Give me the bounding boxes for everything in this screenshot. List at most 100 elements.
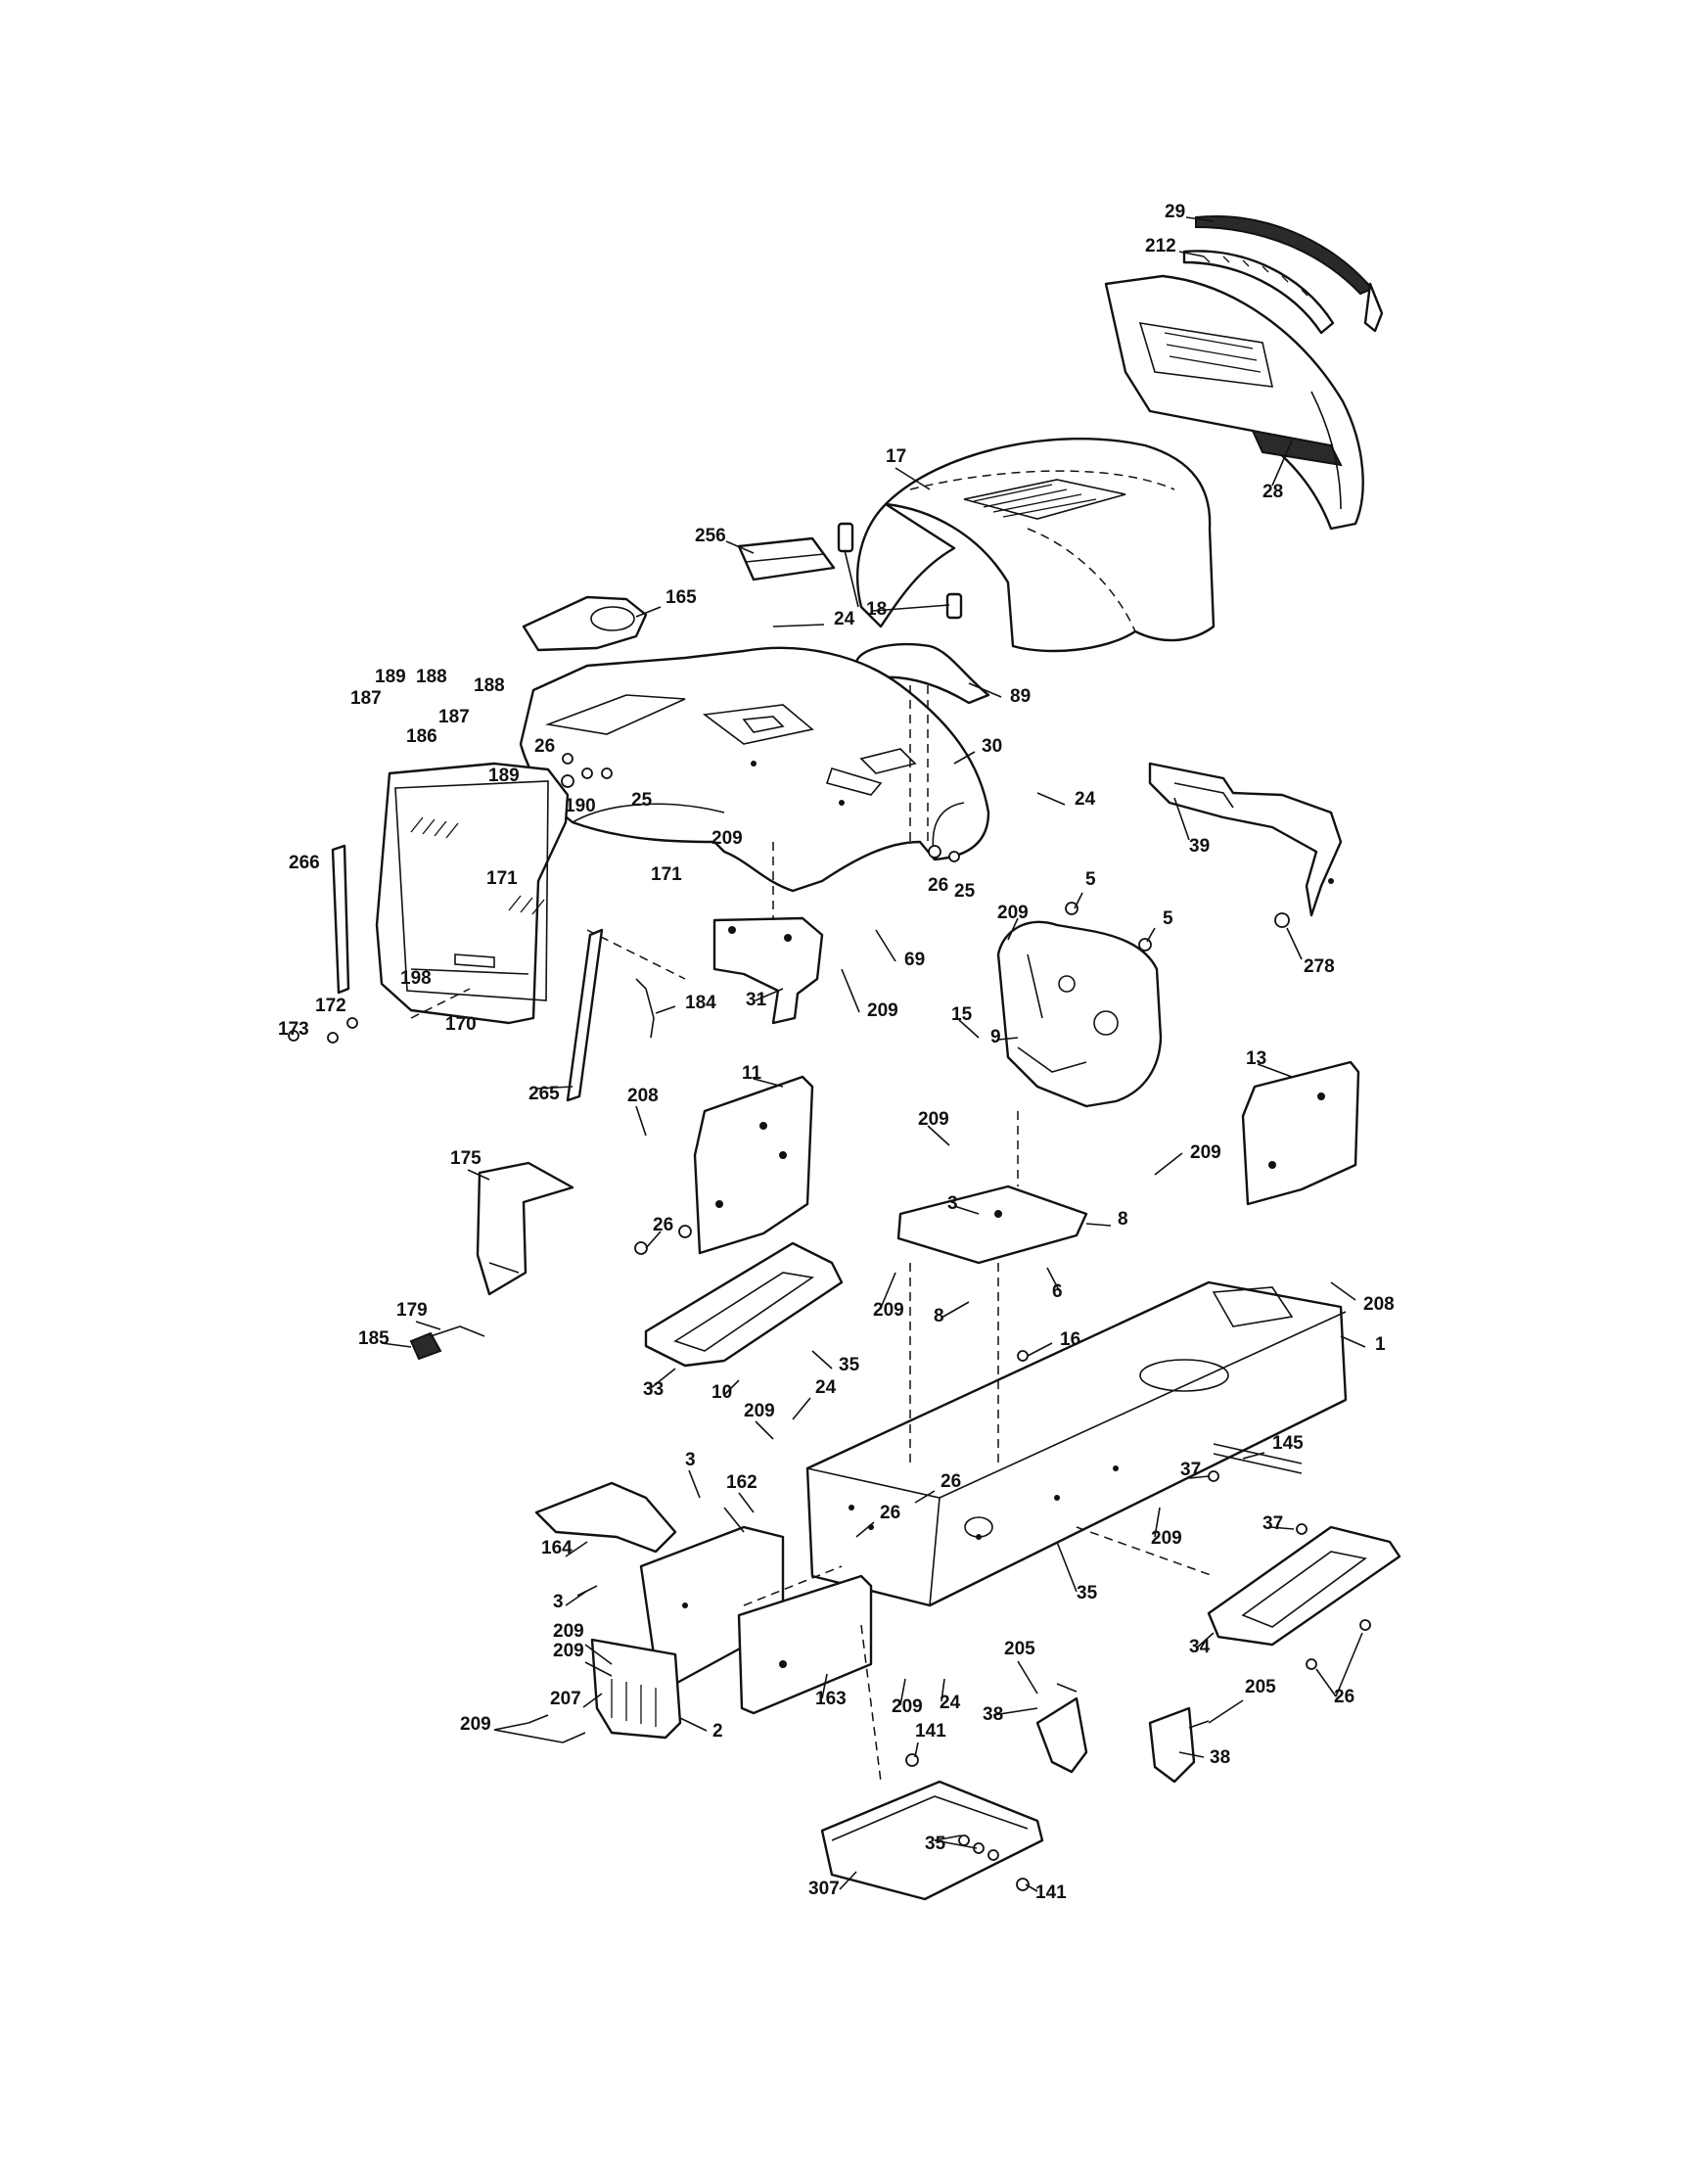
callout-209: 209 [553, 1621, 584, 1642]
callout-17: 17 [886, 446, 906, 467]
callout-189: 189 [488, 766, 520, 786]
callout-209: 209 [1190, 1142, 1221, 1163]
part-9-fuel-tank [996, 920, 1163, 1108]
callout-209: 209 [997, 903, 1029, 923]
callout-179: 179 [396, 1300, 428, 1321]
callout-175: 175 [450, 1148, 482, 1169]
callout-3: 3 [947, 1193, 958, 1214]
callout-34: 34 [1189, 1637, 1211, 1657]
callout-24: 24 [815, 1377, 837, 1398]
callout-145: 145 [1272, 1433, 1304, 1454]
callout-8: 8 [934, 1306, 944, 1326]
callout-26: 26 [941, 1471, 961, 1492]
part-6-plate [896, 1185, 1088, 1265]
callout-265: 265 [528, 1084, 560, 1104]
callout-24: 24 [940, 1693, 961, 1713]
callout-171: 171 [651, 864, 682, 885]
part-212-grille-insert [1182, 250, 1335, 335]
callout-25: 25 [954, 881, 976, 902]
callout-11: 11 [742, 1063, 762, 1084]
part-38-bracket-right [1148, 1706, 1196, 1784]
part-170-dash-panel [375, 762, 570, 1025]
callout-209: 209 [892, 1696, 923, 1717]
callout-190: 190 [565, 796, 596, 816]
part-17-hood [855, 437, 1216, 653]
part-164-bracket [534, 1481, 677, 1554]
callout-171: 171 [486, 868, 518, 889]
part-38-bracket-left [1035, 1696, 1088, 1774]
callout-209: 209 [711, 828, 743, 849]
callout-170: 170 [445, 1014, 477, 1035]
callout-266: 266 [289, 853, 320, 873]
callout-307: 307 [808, 1879, 840, 1899]
callout-164: 164 [541, 1538, 573, 1558]
callout-173: 173 [278, 1019, 309, 1040]
part-266-side-trim [331, 844, 350, 995]
assembly-lines [410, 685, 1215, 1783]
callout-162: 162 [726, 1472, 757, 1493]
callout-187: 187 [350, 688, 382, 709]
part-18-bumpers [837, 522, 963, 620]
callout-35: 35 [925, 1834, 946, 1854]
callout-89: 89 [1010, 686, 1031, 707]
part-184-rod [635, 978, 655, 1039]
callout-209: 209 [873, 1300, 904, 1321]
callout-69: 69 [904, 950, 925, 970]
callout-10: 10 [711, 1382, 732, 1403]
callout-163: 163 [815, 1689, 847, 1709]
callout-198: 198 [400, 968, 432, 989]
part-1-frame [805, 1280, 1348, 1607]
callout-207: 207 [550, 1689, 581, 1709]
callout-141: 141 [1035, 1882, 1067, 1903]
callout-26: 26 [880, 1503, 900, 1523]
callout-209: 209 [867, 1000, 898, 1021]
callout-24: 24 [1075, 789, 1096, 810]
callout-39: 39 [1189, 836, 1210, 857]
part-29-grille-trim [1195, 215, 1384, 333]
part-28-grille-housing [1104, 274, 1364, 531]
callout-26: 26 [1334, 1687, 1354, 1707]
callout-188: 188 [474, 675, 505, 696]
callout-2: 2 [712, 1721, 723, 1742]
callout-278: 278 [1304, 956, 1335, 977]
callout-209: 209 [1151, 1528, 1182, 1549]
callout-18: 18 [866, 599, 887, 620]
callout-6: 6 [1052, 1281, 1063, 1302]
part-30-fender [519, 646, 990, 893]
callout-184: 184 [685, 993, 716, 1013]
callout-209: 209 [918, 1109, 949, 1130]
callout-29: 29 [1165, 202, 1185, 222]
callout-30: 30 [982, 736, 1002, 757]
callout-172: 172 [315, 996, 346, 1016]
callout-38: 38 [1210, 1747, 1230, 1768]
callout-212: 212 [1145, 236, 1176, 256]
callout-37: 37 [1262, 1513, 1283, 1534]
callout-35: 35 [839, 1355, 860, 1375]
part-2-front-support [590, 1638, 682, 1740]
callout-209: 209 [553, 1641, 584, 1661]
callout-208: 208 [627, 1086, 659, 1106]
part-31-bracket [712, 916, 824, 1025]
callout-24: 24 [834, 609, 855, 629]
callout-9: 9 [990, 1027, 1001, 1047]
part-175-shield [476, 1161, 574, 1296]
callout-37: 37 [1180, 1460, 1201, 1480]
callout-186: 186 [406, 726, 437, 747]
callout-31: 31 [746, 990, 767, 1010]
callout-205: 205 [1245, 1677, 1276, 1697]
part-256-access-cover [737, 536, 836, 581]
callout-208: 208 [1363, 1294, 1395, 1315]
leader-lines [381, 216, 1366, 1892]
callout-141: 141 [915, 1721, 946, 1742]
callout-209: 209 [744, 1401, 775, 1421]
part-307-skid-plate [820, 1780, 1044, 1901]
callout-33: 33 [643, 1379, 664, 1400]
callout-189: 189 [375, 667, 406, 687]
callout-13: 13 [1246, 1048, 1266, 1069]
callout-26: 26 [928, 875, 948, 896]
callout-3: 3 [685, 1450, 696, 1470]
callout-187: 187 [438, 707, 470, 727]
part-11-side-panel [693, 1075, 814, 1255]
callout-5: 5 [1163, 908, 1173, 929]
